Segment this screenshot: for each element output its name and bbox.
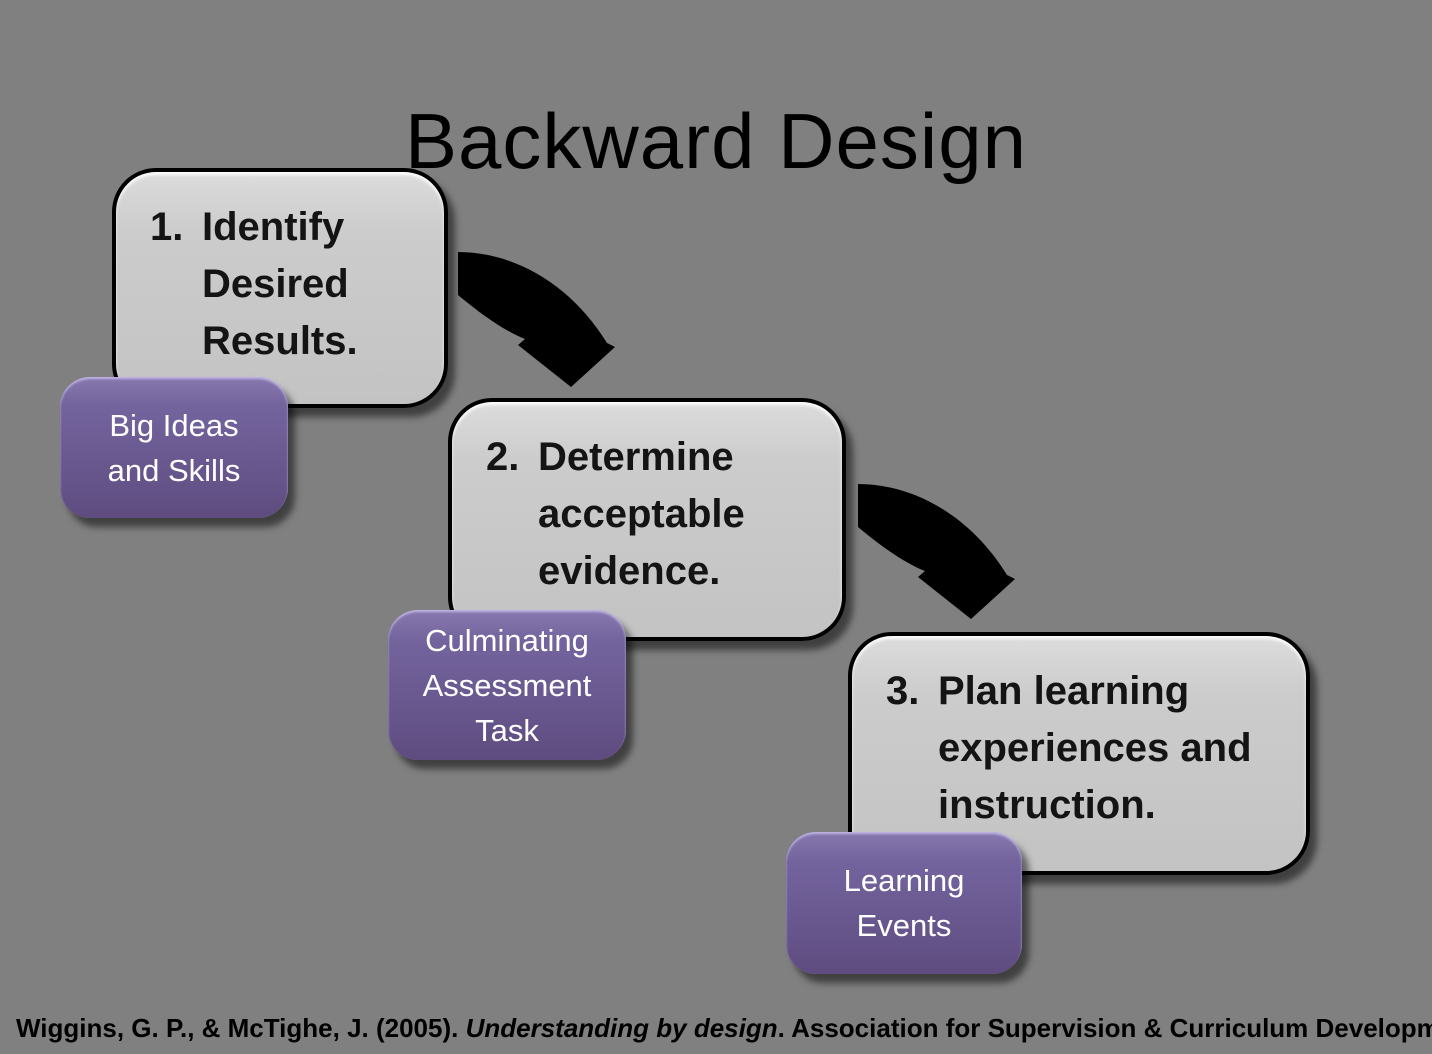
citation-post: . Association for Supervision & Curricul… xyxy=(777,1013,1432,1043)
step-1-label-line-2: and Skills xyxy=(107,452,241,488)
curved-arrow-step2-to-step3-icon xyxy=(858,484,1015,619)
step-2-number: 2. xyxy=(486,435,520,479)
step-1-label: Big Ideas and Skills xyxy=(60,377,288,518)
step-3-line-2: experiences and xyxy=(938,726,1252,770)
step-1-line-3: Results. xyxy=(202,319,358,363)
step-2-label-line-1: Culminating xyxy=(425,622,589,658)
citation-pre: Wiggins, G. P., & McTighe, J. (2005). xyxy=(16,1013,466,1043)
step-3-label: Learning Events xyxy=(786,832,1022,974)
step-1-label-line-1: Big Ideas xyxy=(109,407,239,443)
step-2-line-1: Determine xyxy=(538,435,734,479)
step-1-line-1: Identify xyxy=(202,205,345,249)
step-3-label-line-2: Events xyxy=(856,908,952,943)
step-3-line-1: Plan learning xyxy=(938,669,1190,713)
citation-italic-title: Understanding by design xyxy=(465,1013,778,1043)
step-2-label-line-3: Task xyxy=(475,712,539,748)
step-2-box: 2. Determine acceptable evidence. xyxy=(448,398,846,641)
step-1-text: 1. Identify Desired Results. xyxy=(116,172,444,370)
step-3-line-3: instruction. xyxy=(938,783,1156,827)
citation: Wiggins, G. P., & McTighe, J. (2005). Un… xyxy=(16,1013,1432,1044)
step-2-label: Culminating Assessment Task xyxy=(388,610,626,760)
step-2-text: 2. Determine acceptable evidence. xyxy=(452,402,842,600)
step-3-label-line-1: Learning xyxy=(843,863,965,898)
step-1-number: 1. xyxy=(150,205,184,249)
step-3-number: 3. xyxy=(886,669,920,713)
step-1-line-2: Desired xyxy=(202,262,349,306)
step-2-line-3: evidence. xyxy=(538,549,721,593)
step-2-line-2: acceptable xyxy=(538,492,745,536)
step-3-box: 3. Plan learning experiences and instruct… xyxy=(848,632,1310,875)
step-1-box: 1. Identify Desired Results. xyxy=(112,168,448,408)
step-2-label-line-2: Assessment xyxy=(422,667,592,703)
step-3-text: 3. Plan learning experiences and instruct… xyxy=(852,636,1306,834)
page-title: Backward Design xyxy=(405,97,1027,186)
curved-arrow-step1-to-step2-icon xyxy=(458,252,615,387)
